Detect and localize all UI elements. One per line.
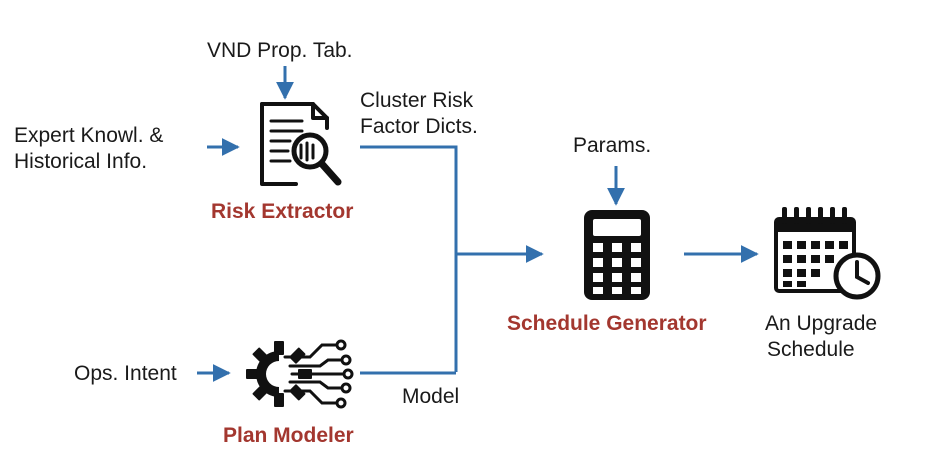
- calculator-icon: [584, 210, 650, 300]
- risk-extractor-label: Risk Extractor: [211, 200, 354, 223]
- upgrade-schedule-label-line2: Schedule: [767, 338, 855, 361]
- upgrade-schedule-label-line1: An Upgrade: [765, 312, 878, 335]
- expert-knowledge-label-line2: Historical Info.: [14, 150, 148, 173]
- expert-knowledge-label-line1: Expert Knowl. &: [14, 124, 164, 147]
- connector-risk-extractor-to-merge: [360, 145, 458, 372]
- model-label: Model: [402, 385, 460, 408]
- cluster-risk-label-line1: Cluster Risk: [360, 89, 474, 112]
- cluster-risk-label-line2: Factor Dicts.: [360, 115, 478, 138]
- vnd-prop-tab-label: VND Prop. Tab.: [207, 39, 353, 62]
- ops-intent-label: Ops. Intent: [74, 362, 177, 385]
- schedule-generator-label: Schedule Generator: [507, 312, 707, 335]
- gear-circuit-icon: [246, 339, 354, 409]
- params-label: Params.: [573, 134, 652, 157]
- connectors: [197, 66, 759, 382]
- plan-modeler-label: Plan Modeler: [223, 424, 354, 447]
- document-magnifier-icon: [260, 102, 342, 186]
- calendar-clock-icon: [774, 207, 881, 300]
